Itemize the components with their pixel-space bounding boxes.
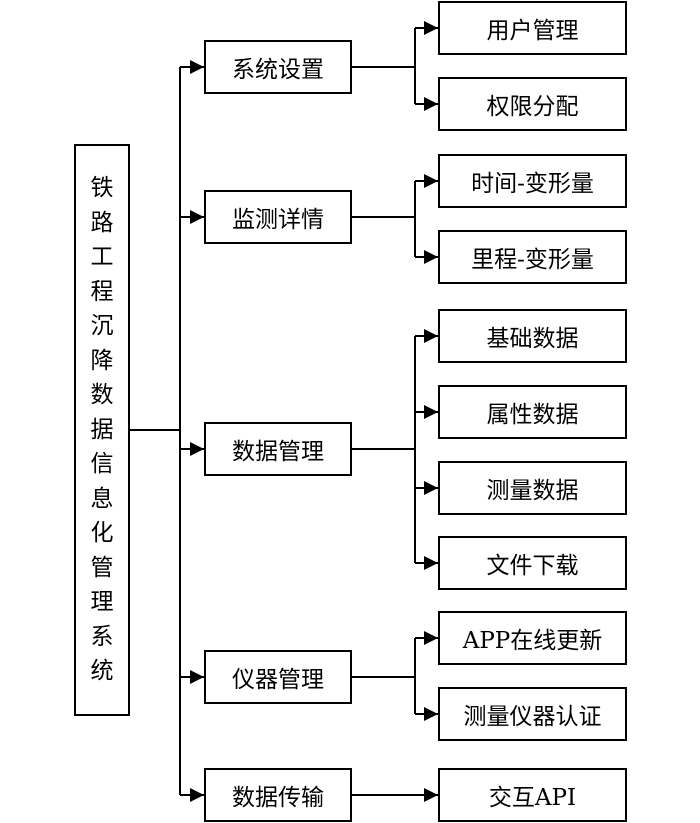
leaf-basic-data: 基础数据 xyxy=(438,309,627,363)
module-data-management: 数据管理 xyxy=(204,422,352,476)
root-label-char: 程 xyxy=(90,278,114,305)
module-system-settings: 系统设置 xyxy=(204,40,352,94)
module-data-transfer: 数据传输 xyxy=(204,768,352,822)
module-instrument-management: 仪器管理 xyxy=(204,650,352,704)
root-label-char: 铁 xyxy=(90,175,114,202)
root-label-char: 数 xyxy=(90,382,114,409)
root-label-char: 降 xyxy=(90,347,114,374)
root-label-char: 信 xyxy=(90,451,114,478)
leaf-file-download: 文件下载 xyxy=(438,536,627,590)
root-label-char: 管 xyxy=(90,554,114,581)
root-label-char: 系 xyxy=(90,623,114,650)
leaf-time-deformation: 时间-变形量 xyxy=(438,154,627,208)
leaf-app-online-update: APP在线更新 xyxy=(438,611,627,665)
leaf-instrument-certification: 测量仪器认证 xyxy=(438,687,627,741)
leaf-attribute-data: 属性数据 xyxy=(438,385,627,439)
root-label-char: 路 xyxy=(90,209,114,236)
root-label-char: 统 xyxy=(90,658,114,685)
leaf-mileage-deformation: 里程-变形量 xyxy=(438,230,627,284)
root-label-char: 工 xyxy=(90,244,114,271)
leaf-measurement-data: 测量数据 xyxy=(438,461,627,515)
module-monitoring-details: 监测详情 xyxy=(204,190,352,244)
leaf-interaction-api: 交互API xyxy=(438,768,627,822)
root-node: 铁路工程沉降数据信息化管理系统 xyxy=(74,144,130,716)
root-label-char: 化 xyxy=(90,520,114,547)
leaf-permission-assignment: 权限分配 xyxy=(438,77,627,131)
root-label-char: 息 xyxy=(90,485,114,512)
root-label-char: 据 xyxy=(90,416,114,443)
root-label-char: 理 xyxy=(90,589,114,616)
root-label-char: 沉 xyxy=(90,313,114,340)
leaf-user-management: 用户管理 xyxy=(438,1,627,55)
